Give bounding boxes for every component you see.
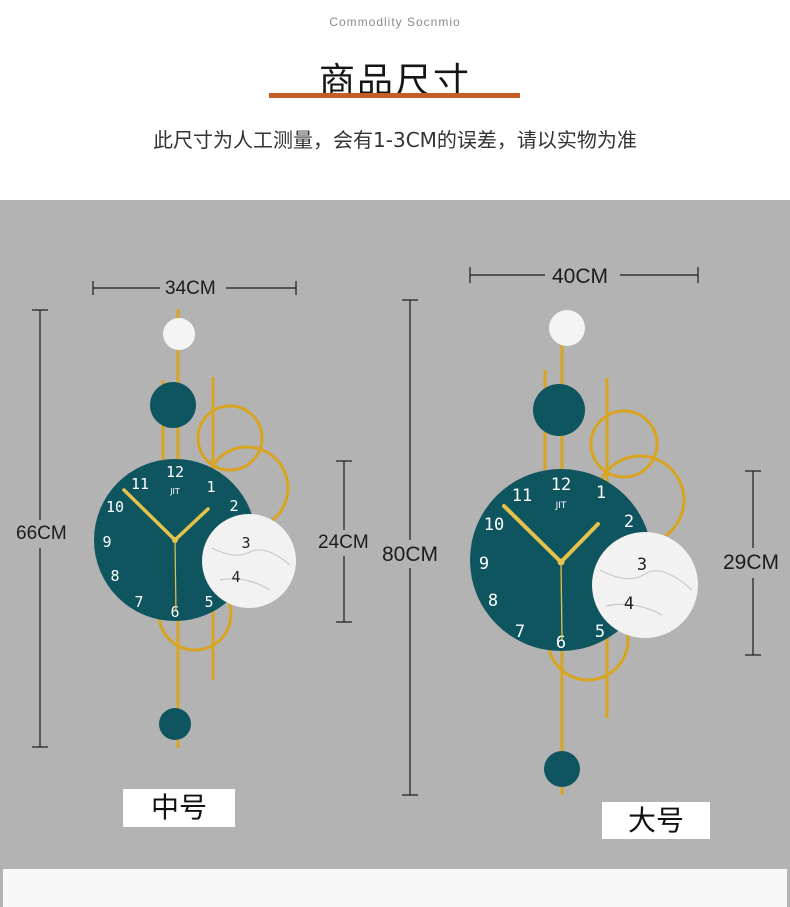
clock-numeral-8: 8 [110,567,119,585]
second-hand-large [560,561,563,641]
clock-numeral-4: 4 [624,594,634,614]
footer-strip [0,866,790,907]
pendulum-medium [159,708,191,740]
top-disc-medium [163,318,195,350]
clock-numeral-11: 11 [512,486,532,506]
clock-numeral-8: 8 [488,591,498,611]
clock-numeral-3: 3 [241,534,250,552]
hands-medium [122,488,210,542]
clock-numeral-7: 7 [515,622,525,642]
clock-numeral-7: 7 [134,593,143,611]
title-underline [269,93,520,98]
clock-numeral-10: 10 [106,498,124,516]
height-label-large: 80CM [382,543,439,566]
dimension-width-medium [92,281,297,295]
size-tag-medium: 中号 [123,789,235,827]
dial-label-medium: 24CM [318,532,369,553]
footer-panel [3,869,787,907]
dimension-dial-large [745,470,761,656]
clock-numeral-11: 11 [131,475,149,493]
clock-numeral-3: 3 [637,555,647,575]
clock-numeral-6: 6 [170,603,179,621]
upper-disc-medium [150,382,196,428]
subtitle-en: Commodlity Socnmio [329,15,461,29]
dial-label-large: 29CM [723,551,780,574]
marble-numerals-large: 3 4 [624,555,647,614]
clock-numeral-2: 2 [229,497,238,515]
marble-disc-medium [202,514,296,608]
clock-numeral-2: 2 [624,512,634,532]
clock-numeral-9: 9 [102,533,111,551]
brand-logo-large: JIT [555,501,567,511]
hands-large [502,504,600,564]
dimension-width-large [469,267,699,283]
header-section: Commodlity Socnmio 商品尺寸 此尺寸为人工测量，会有1-3CM… [0,0,790,200]
clock-numeral-1: 1 [596,483,606,503]
clock-numeral-10: 10 [484,515,504,535]
size-tag-large: 大号 [602,802,710,839]
top-disc-large [549,310,585,346]
clock-large: 12 1 2 5 6 7 8 9 10 11 3 4 JIT [402,267,761,796]
clock-numeral-5: 5 [204,593,213,611]
measurement-note: 此尺寸为人工测量，会有1-3CM的误差，请以实物为准 [153,128,637,152]
dimension-height-large [402,299,418,796]
clock-numeral-9: 9 [479,554,489,574]
dimension-height-medium [32,309,48,748]
height-label-medium: 66CM [16,523,67,544]
marble-disc-large [592,532,698,638]
clock-numeral-5: 5 [595,622,605,642]
numerals-medium: 12 1 2 5 6 7 8 9 10 11 [102,463,238,621]
width-label-medium: 34CM [165,278,216,299]
second-hand-medium [174,539,177,613]
width-label-large: 40CM [552,265,609,288]
clock-numeral-1: 1 [206,478,215,496]
clock-medium: 12 1 2 5 6 7 8 9 10 11 3 4 JIT [32,281,352,748]
numerals-large: 12 1 2 5 6 7 8 9 10 11 [479,475,634,653]
brand-logo-medium: JIT [169,487,180,496]
upper-disc-large [533,384,585,436]
clock-numeral-12: 12 [166,463,184,481]
dimension-dial-medium [336,460,352,623]
pendulum-large [544,751,580,787]
clock-numeral-6: 6 [556,633,566,653]
clock-numeral-4: 4 [231,568,240,586]
marble-numerals-medium: 3 4 [231,534,250,586]
clock-numeral-12: 12 [551,475,571,495]
